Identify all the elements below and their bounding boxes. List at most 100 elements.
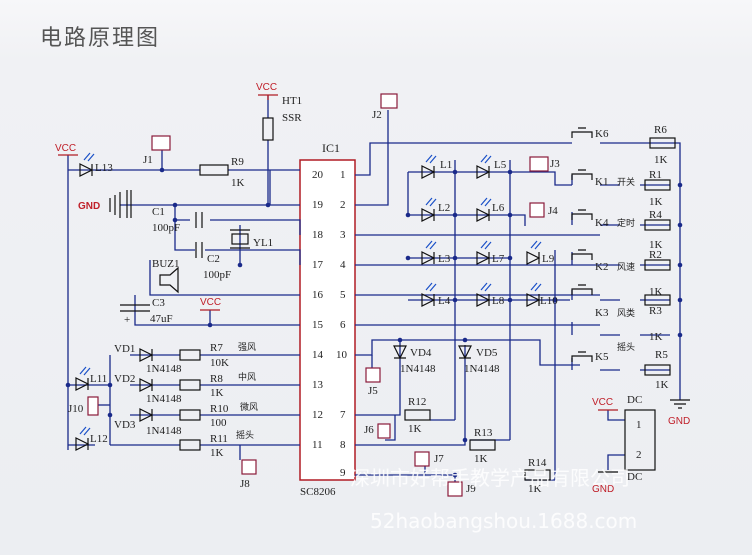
resistor-r4: R4 1K bbox=[644, 209, 671, 251]
led-matrix: L1 L5 L2 L6 L3 L7 L9 bbox=[421, 154, 558, 307]
pin-15: 15 bbox=[312, 319, 324, 331]
pin-9: 9 bbox=[340, 467, 346, 479]
key-k1: K1 开关 bbox=[571, 169, 635, 188]
svg-text:1N4148: 1N4148 bbox=[464, 363, 500, 375]
svg-text:R10: R10 bbox=[210, 403, 229, 415]
vcc-mid: VCC bbox=[200, 297, 221, 311]
crystal-yl1: YL1 bbox=[230, 229, 273, 249]
svg-text:VD4: VD4 bbox=[410, 347, 432, 359]
keys: K6 K1 开关 K4 定时 K2 风速 K3 风类 K5 摇头 bbox=[571, 127, 635, 363]
led-l3: L3 bbox=[421, 240, 451, 265]
svg-text:R4: R4 bbox=[649, 209, 662, 221]
led-l10: L10 bbox=[526, 282, 558, 307]
svg-text:VD3: VD3 bbox=[114, 419, 136, 431]
svg-text:C1: C1 bbox=[152, 206, 165, 218]
resistor-r2: R2 1K bbox=[644, 249, 671, 298]
svg-text:J7: J7 bbox=[434, 453, 444, 465]
resistor-r14: R14 1K bbox=[524, 457, 551, 495]
key-k6: K6 bbox=[571, 127, 609, 140]
svg-text:L10: L10 bbox=[540, 295, 558, 307]
svg-text:HT1: HT1 bbox=[282, 95, 302, 107]
svg-text:K4: K4 bbox=[595, 217, 609, 229]
vcc-left: VCC bbox=[55, 143, 78, 156]
capacitor-c1: C1 100pF bbox=[152, 206, 203, 234]
svg-text:1N4148: 1N4148 bbox=[146, 393, 182, 405]
svg-text:1K: 1K bbox=[649, 196, 663, 208]
ic-ref: IC1 bbox=[322, 141, 340, 155]
svg-text:R14: R14 bbox=[528, 457, 547, 469]
svg-text:GND: GND bbox=[78, 201, 100, 212]
svg-text:1K: 1K bbox=[655, 379, 669, 391]
svg-text:J5: J5 bbox=[368, 385, 378, 397]
diode-vd2: VD2 1N4148 bbox=[114, 373, 182, 405]
resistor-r7: R7 10K 强风 bbox=[179, 342, 256, 369]
svg-text:L12: L12 bbox=[90, 433, 108, 445]
resistor-r12: R12 1K bbox=[404, 396, 431, 435]
diode-vd1: VD1 1N4148 bbox=[114, 343, 182, 375]
capacitor-c2: C2 100pF bbox=[195, 242, 231, 281]
resistor-r3: R3 1K bbox=[644, 294, 671, 343]
resistor-r13: R13 1K bbox=[469, 427, 496, 465]
resistor-r9: R9 1K bbox=[199, 156, 245, 189]
svg-text:1K: 1K bbox=[649, 239, 663, 251]
right-resistors: R6 1K R1 1K R4 1K R2 1K R3 1K R5 1K bbox=[644, 124, 676, 391]
pin-2: 2 bbox=[340, 199, 346, 211]
svg-text:GND: GND bbox=[592, 484, 614, 495]
svg-text:100: 100 bbox=[210, 417, 227, 429]
svg-text:开关: 开关 bbox=[617, 176, 635, 188]
led-l8: L8 bbox=[476, 282, 505, 307]
resistor-r1: R1 1K bbox=[644, 169, 671, 208]
svg-text:R7: R7 bbox=[210, 342, 223, 354]
svg-text:K3: K3 bbox=[595, 307, 609, 319]
key-k2: K2 风速 bbox=[571, 249, 635, 273]
gnd-dc: GND bbox=[592, 471, 618, 495]
watermark-company: 深圳市好帮手教学产品有限公司 bbox=[350, 466, 630, 490]
svg-text:摇头: 摇头 bbox=[236, 429, 254, 441]
capacitor-c3: + C3 47uF bbox=[120, 297, 173, 326]
svg-text:47uF: 47uF bbox=[150, 313, 173, 325]
page-title: 电路原理图 bbox=[40, 26, 161, 51]
led-l13: L13 bbox=[79, 152, 113, 177]
svg-text:L9: L9 bbox=[542, 253, 555, 265]
svg-text:VCC: VCC bbox=[592, 397, 613, 408]
cap-gnd bbox=[126, 190, 132, 218]
svg-text:VD2: VD2 bbox=[114, 373, 135, 385]
pin-20: 20 bbox=[312, 169, 324, 181]
svg-text:L4: L4 bbox=[438, 295, 451, 307]
svg-text:2: 2 bbox=[636, 449, 642, 461]
pin-7: 7 bbox=[340, 409, 346, 421]
dc-connector: DC 1 2 DC bbox=[624, 394, 656, 483]
pin-4: 4 bbox=[340, 259, 346, 271]
svg-text:1K: 1K bbox=[210, 387, 224, 399]
svg-text:R2: R2 bbox=[649, 249, 662, 261]
pin-11: 11 bbox=[312, 439, 323, 451]
led-l4: L4 bbox=[421, 282, 451, 307]
svg-text:VCC: VCC bbox=[200, 297, 221, 308]
svg-text:K2: K2 bbox=[595, 261, 608, 273]
svg-text:J9: J9 bbox=[466, 483, 476, 495]
svg-text:K1: K1 bbox=[595, 176, 608, 188]
pin-19: 19 bbox=[312, 199, 324, 211]
ht1-relay: HT1 SSR bbox=[262, 95, 302, 141]
svg-text:L2: L2 bbox=[438, 202, 450, 214]
svg-text:L7: L7 bbox=[492, 253, 505, 265]
svg-text:J1: J1 bbox=[143, 154, 153, 166]
svg-text:10K: 10K bbox=[210, 357, 229, 369]
svg-text:L5: L5 bbox=[494, 159, 507, 171]
led-l5: L5 bbox=[476, 154, 507, 179]
svg-text:R11: R11 bbox=[210, 433, 228, 445]
pin-12: 12 bbox=[312, 409, 323, 421]
svg-text:100pF: 100pF bbox=[152, 222, 180, 234]
svg-text:中风: 中风 bbox=[238, 371, 256, 383]
svg-text:1K: 1K bbox=[210, 447, 224, 459]
svg-text:J2: J2 bbox=[372, 109, 382, 121]
svg-text:L8: L8 bbox=[492, 295, 505, 307]
svg-text:1K: 1K bbox=[408, 423, 422, 435]
svg-text:K6: K6 bbox=[595, 128, 609, 140]
svg-text:R9: R9 bbox=[231, 156, 244, 168]
svg-text:风类: 风类 bbox=[617, 307, 635, 319]
ic-left-pins: 20 19 18 17 16 15 14 13 12 11 bbox=[312, 169, 324, 451]
svg-text:R3: R3 bbox=[649, 305, 662, 317]
